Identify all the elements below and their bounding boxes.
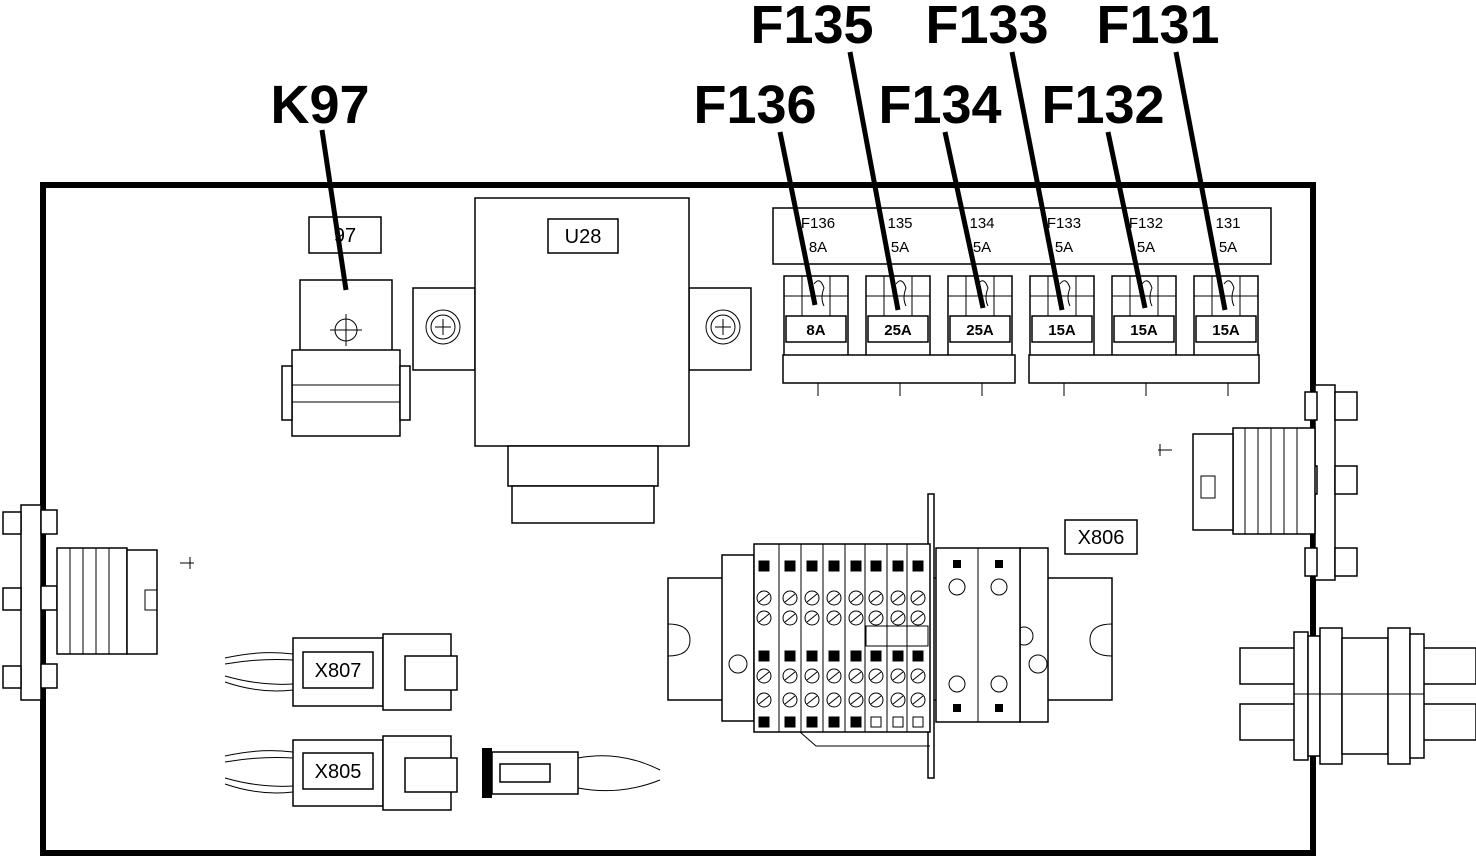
leader-f132 (1105, 131, 1148, 309)
callout-k97: K97 (270, 75, 369, 135)
strip-fuse-rating: 5A (1137, 239, 1155, 256)
callout-f133: F133 (925, 0, 1048, 55)
strip-fuse-rating: 5A (1055, 239, 1073, 256)
strip-fuse-name: F133 (1047, 215, 1081, 232)
fuse-1: 8A (783, 275, 849, 396)
callout-f132: F132 (1041, 75, 1164, 135)
strip-fuse-name: 131 (1215, 215, 1240, 232)
fuse-rating: 15A (1130, 322, 1158, 339)
callout-f131: F131 (1096, 0, 1219, 55)
callout-f134: F134 (878, 75, 1001, 135)
strip-fuse-rating: 8A (809, 239, 827, 256)
left-bulkhead-connector (2, 504, 194, 701)
callouts: K97 F136 F135 F134 F133 F132 F131 (270, 0, 1228, 311)
strip-fuse-name: F132 (1129, 215, 1163, 232)
fuse-rating: 15A (1048, 322, 1076, 339)
connector-x807: X807 (224, 633, 458, 711)
module-u28-label: U28 (565, 226, 602, 248)
leader-f133 (1009, 51, 1065, 311)
terminal-block-x806: X806 (667, 493, 1138, 779)
right-bulkhead-connector (1158, 384, 1358, 581)
module-u28: U28 (412, 197, 752, 524)
leader-f136 (777, 131, 818, 306)
fuse-6: 15A (1193, 275, 1259, 396)
fuse-rating: 25A (884, 322, 912, 339)
fuse-4: 15A (1029, 275, 1095, 396)
fuse-rating: 15A (1212, 322, 1240, 339)
strip-fuse-rating: 5A (973, 239, 991, 256)
callout-f136: F136 (693, 75, 816, 135)
strip-fuse-name: 134 (969, 215, 994, 232)
leader-f131 (1173, 51, 1228, 311)
leader-f134 (942, 131, 986, 309)
strip-fuse-rating: 5A (891, 239, 909, 256)
fuse-rating: 25A (966, 322, 994, 339)
connector-x805: X805 (224, 735, 661, 811)
relay-k97: 97 (281, 216, 411, 437)
strip-fuse-rating: 5A (1219, 239, 1237, 256)
leader-k97 (319, 129, 349, 291)
connector-x807-label: X807 (315, 660, 362, 682)
cable-glands (1239, 627, 1476, 765)
fuse-block: F136 8A 135 5A 134 5A F133 5A F132 5A 131 5A 8A 25A 2… (772, 207, 1272, 396)
strip-fuse-name: F136 (801, 215, 835, 232)
callout-f135: F135 (750, 0, 873, 55)
connector-x805-label: X805 (315, 761, 362, 783)
fuse-label-strip (772, 207, 1272, 265)
terminal-block-x806-label: X806 (1078, 527, 1125, 549)
strip-fuse-name: 135 (887, 215, 912, 232)
leader-f135 (847, 51, 901, 311)
fuse-rating: 8A (806, 322, 825, 339)
